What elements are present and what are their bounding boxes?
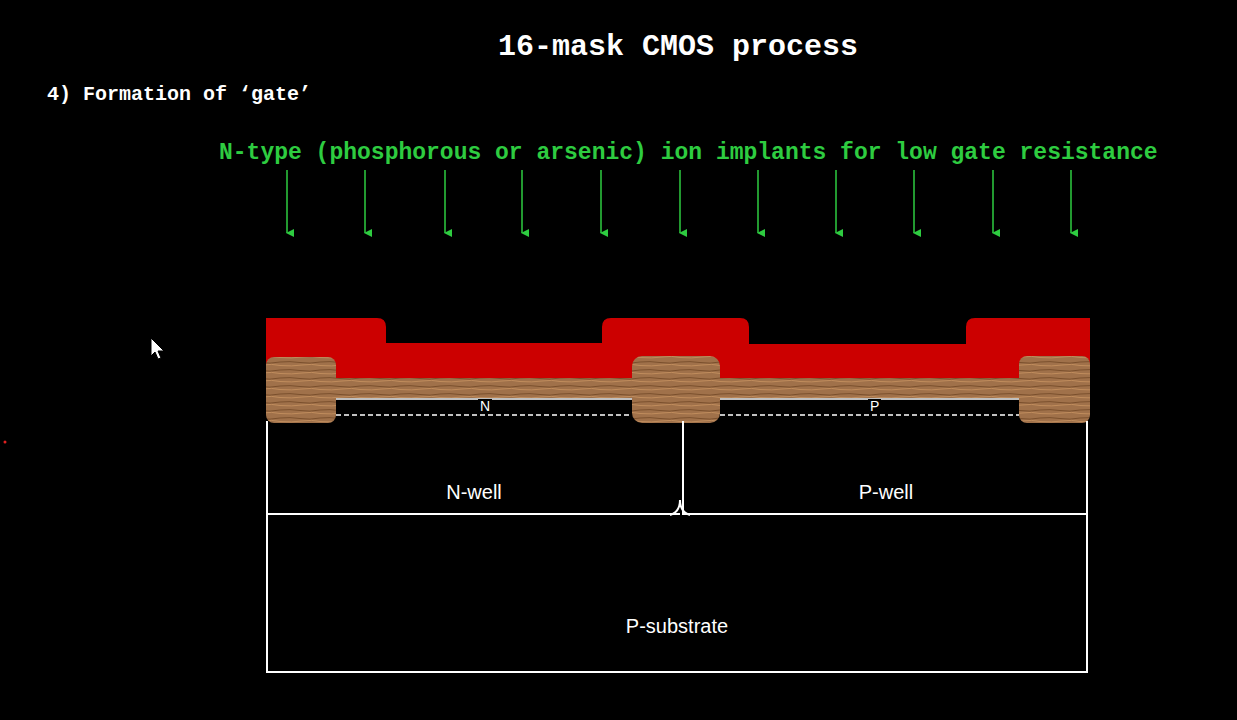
mouse-cursor: [151, 338, 164, 359]
step-heading: 4) Formation of ‘gate’: [47, 84, 311, 106]
well-region: P-well: [682, 421, 1088, 515]
red-dot: [4, 441, 7, 444]
substrate-region: P-substrate N-wellP-well: [266, 421, 1088, 673]
region-name: N-well: [268, 481, 680, 504]
doping-label: N: [478, 399, 492, 414]
region-name: P-substrate: [268, 615, 1086, 638]
field-oxide: [266, 357, 336, 423]
implant-note: N-type (phosphorous or arsenic) ion impl…: [219, 141, 1158, 166]
well-region: N-well: [268, 421, 680, 515]
title: 16-mask CMOS process: [498, 30, 858, 64]
field-oxide: [632, 356, 720, 423]
channel-lines: [336, 399, 1019, 415]
implant-arrows: [287, 170, 1071, 233]
region-name: P-well: [684, 481, 1088, 504]
field-oxide: [1019, 356, 1090, 423]
doping-label: P: [868, 399, 881, 414]
well-junction: [670, 500, 690, 515]
